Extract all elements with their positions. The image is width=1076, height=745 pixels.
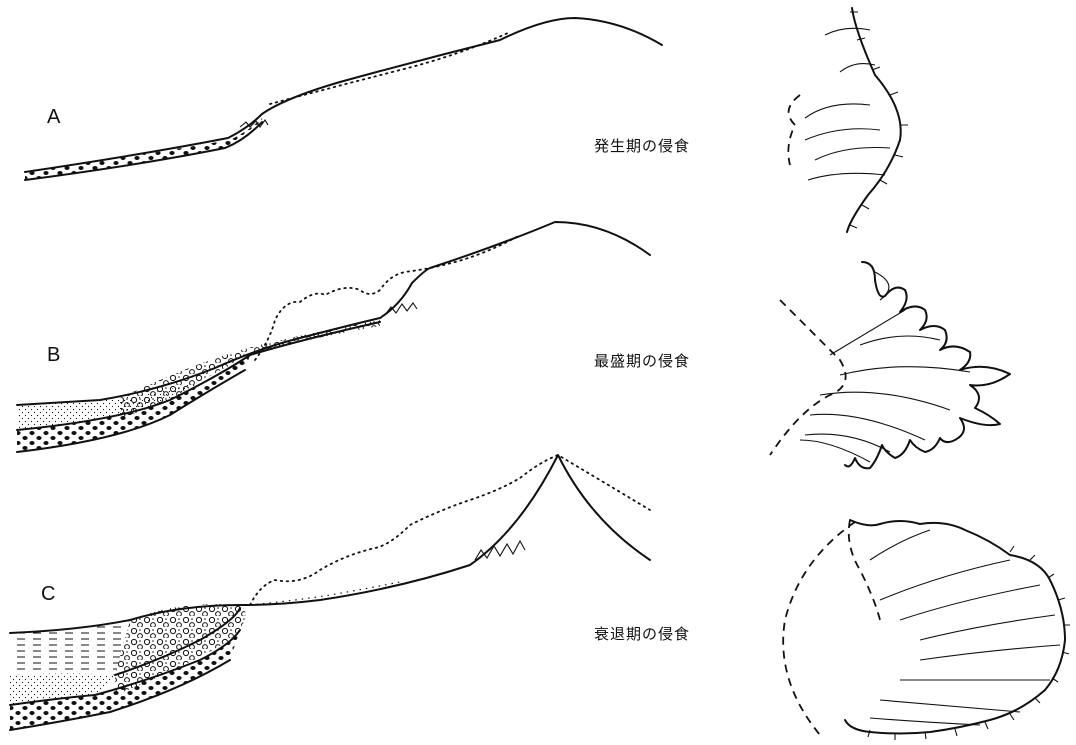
profile-c [10,455,650,730]
plan-b-gullies [800,272,970,462]
plan-c [783,520,1070,740]
plan-a-dashed-margin [788,95,800,165]
profile-c-pebble-line [250,582,400,605]
profile-c-upper-surface [10,455,650,633]
plan-b-scalloped-margin [845,262,1010,468]
profile-b-talus-blocks [385,303,417,315]
profile-a-coarse-deposit [25,118,262,180]
profile-c-talus-blocks [475,541,525,560]
plan-a [788,8,908,232]
plan-b-dashed-margin [770,300,846,455]
profile-c-former-surface-dots [250,455,650,605]
profile-b [17,222,650,452]
profile-a-ground-surface [25,18,662,172]
profile-b-upper-surface [17,222,650,405]
plan-c-scalloped-margin [845,520,1065,734]
plan-c-escarpment-ticks [868,546,1070,740]
plan-c-dashed-margin [783,520,880,735]
plan-a-escarpment [847,8,901,232]
profile-a [25,18,662,180]
plan-a-gullies [805,28,890,180]
plan-b [770,262,1010,468]
